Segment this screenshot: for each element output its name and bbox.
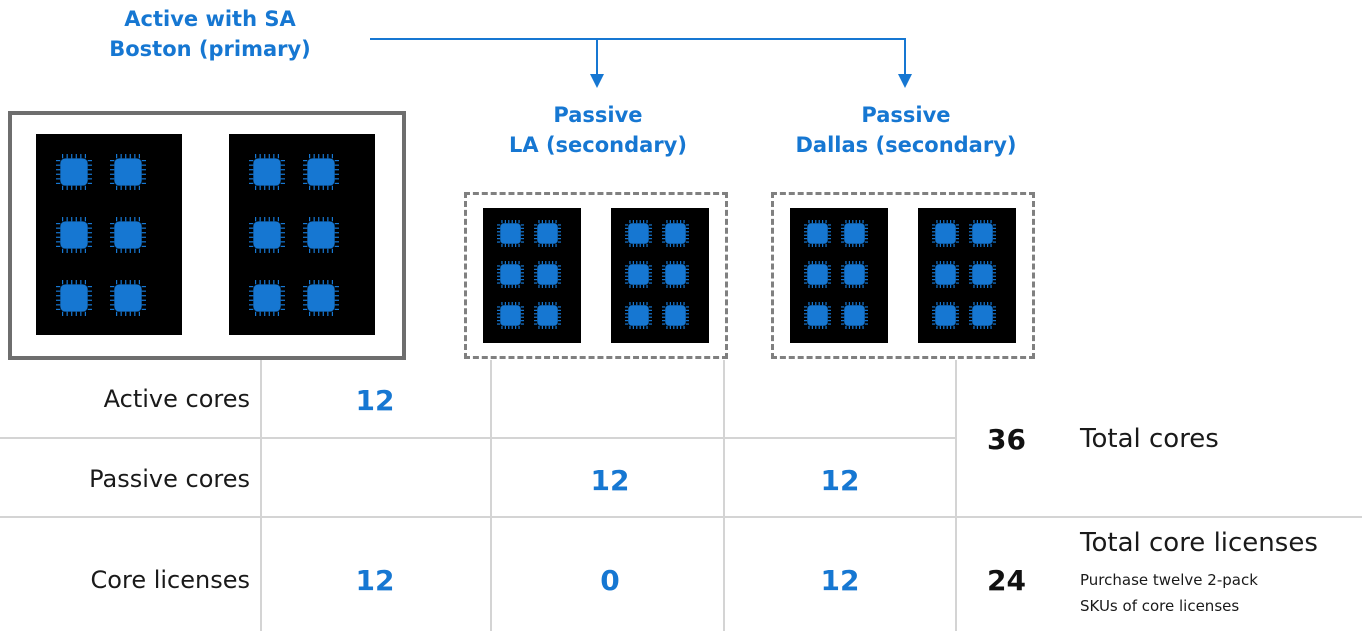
cpu-core-icon bbox=[303, 154, 339, 194]
server-rack-icon bbox=[611, 208, 709, 343]
column-divider bbox=[490, 360, 492, 631]
cpu-core-icon bbox=[249, 217, 285, 257]
site-boston-role: Active with SA bbox=[124, 7, 296, 31]
boston-server-group bbox=[8, 111, 406, 360]
site-la-role: Passive bbox=[553, 103, 643, 127]
total-cores-label: Total cores bbox=[1080, 424, 1219, 454]
site-label-boston: Active with SA Boston (primary) bbox=[80, 4, 340, 64]
cpu-core-icon bbox=[249, 280, 285, 320]
cpu-core-icon bbox=[969, 261, 996, 292]
arrow-down-icon bbox=[898, 74, 912, 88]
core-licenses-la: 0 bbox=[600, 564, 620, 597]
cpu-core-icon bbox=[497, 261, 524, 292]
cpu-core-icon bbox=[804, 220, 831, 251]
cpu-core-icon bbox=[662, 261, 689, 292]
total-licenses-label: Total core licenses bbox=[1080, 528, 1318, 558]
server-rack-icon bbox=[790, 208, 888, 343]
cpu-core-icon bbox=[110, 217, 146, 257]
cpu-core-icon bbox=[249, 154, 285, 194]
cpu-core-icon bbox=[56, 154, 92, 194]
cpu-core-icon bbox=[534, 220, 561, 251]
cpu-core-icon bbox=[841, 220, 868, 251]
server-rack-icon bbox=[483, 208, 581, 343]
site-dallas-role: Passive bbox=[861, 103, 951, 127]
cpu-core-icon bbox=[969, 220, 996, 251]
cpu-core-icon bbox=[932, 261, 959, 292]
core-licenses-dallas: 12 bbox=[820, 564, 860, 597]
server-rack-icon bbox=[36, 134, 182, 335]
cpu-core-icon bbox=[303, 280, 339, 320]
failover-connector-line bbox=[370, 38, 906, 40]
column-divider bbox=[955, 360, 957, 631]
cpu-core-icon bbox=[625, 302, 652, 333]
site-label-dallas: Passive Dallas (secondary) bbox=[770, 100, 1042, 160]
row-divider bbox=[0, 437, 955, 439]
cpu-core-icon bbox=[56, 217, 92, 257]
cpu-core-icon bbox=[56, 280, 92, 320]
cpu-core-icon bbox=[534, 302, 561, 333]
cpu-core-icon bbox=[625, 261, 652, 292]
cpu-core-icon bbox=[625, 220, 652, 251]
column-divider bbox=[723, 360, 725, 631]
active-cores-boston: 12 bbox=[355, 384, 395, 417]
cpu-core-icon bbox=[804, 261, 831, 292]
cpu-core-icon bbox=[110, 280, 146, 320]
total-cores-value: 36 bbox=[987, 423, 1026, 456]
la-server-group bbox=[464, 192, 728, 359]
site-la-name: LA (secondary) bbox=[509, 133, 687, 157]
row-label-core-licenses: Core licenses bbox=[90, 566, 250, 594]
total-licenses-value: 24 bbox=[987, 564, 1026, 597]
total-licenses-note-2: SKUs of core licenses bbox=[1080, 597, 1240, 615]
cpu-core-icon bbox=[932, 302, 959, 333]
column-divider bbox=[260, 360, 262, 631]
cpu-core-icon bbox=[841, 261, 868, 292]
arrow-down-icon bbox=[590, 74, 604, 88]
row-label-active-cores: Active cores bbox=[103, 385, 250, 413]
cpu-core-icon bbox=[497, 220, 524, 251]
cpu-core-icon bbox=[303, 217, 339, 257]
failover-connector-la-stem bbox=[596, 38, 598, 76]
passive-cores-la: 12 bbox=[590, 464, 630, 497]
row-label-passive-cores: Passive cores bbox=[89, 465, 250, 493]
cpu-core-icon bbox=[804, 302, 831, 333]
failover-connector-dallas-stem bbox=[904, 38, 906, 76]
row-divider bbox=[0, 516, 1362, 518]
core-licenses-boston: 12 bbox=[355, 564, 395, 597]
passive-cores-dallas: 12 bbox=[820, 464, 860, 497]
site-dallas-name: Dallas (secondary) bbox=[795, 133, 1017, 157]
cpu-core-icon bbox=[841, 302, 868, 333]
server-rack-icon bbox=[918, 208, 1016, 343]
cpu-core-icon bbox=[662, 220, 689, 251]
total-licenses-note-1: Purchase twelve 2-pack bbox=[1080, 571, 1258, 589]
cpu-core-icon bbox=[662, 302, 689, 333]
dallas-server-group bbox=[771, 192, 1035, 359]
site-boston-name: Boston (primary) bbox=[109, 37, 311, 61]
cpu-core-icon bbox=[969, 302, 996, 333]
site-label-la: Passive LA (secondary) bbox=[480, 100, 716, 160]
cpu-core-icon bbox=[110, 154, 146, 194]
server-rack-icon bbox=[229, 134, 375, 335]
cpu-core-icon bbox=[932, 220, 959, 251]
cpu-core-icon bbox=[497, 302, 524, 333]
cpu-core-icon bbox=[534, 261, 561, 292]
